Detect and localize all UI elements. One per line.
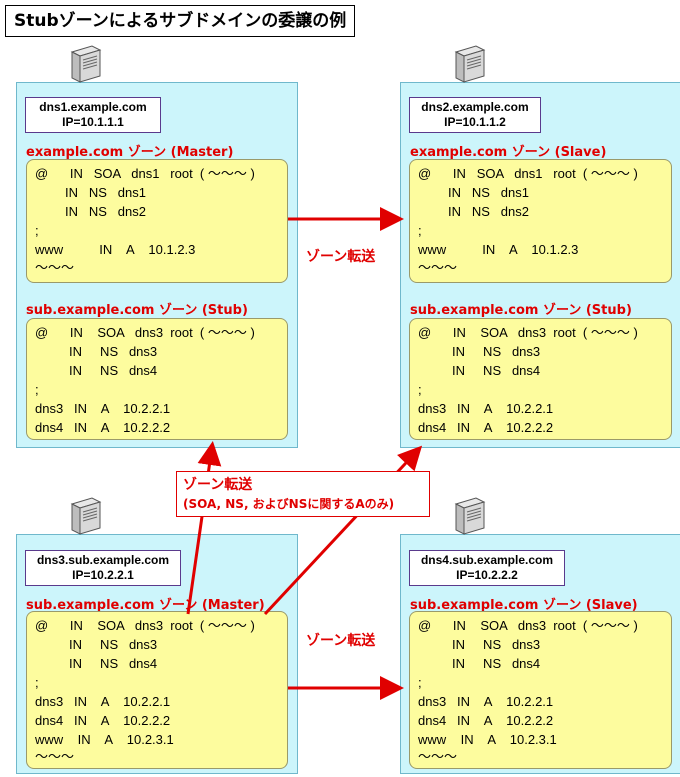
callout-detail: (SOA, NS, およびNSに関するAのみ) xyxy=(183,497,395,511)
server-icon xyxy=(70,497,102,535)
record-line: ; xyxy=(35,675,39,690)
record-line: dns4 IN A 10.2.2.2 xyxy=(35,420,171,435)
zone-records-dns2-example: @ IN SOA dns1 root ( 〜〜〜 ) IN NS dns1 IN… xyxy=(409,159,672,283)
zone-label-sub-stub: sub.example.com ゾーン (Stub) xyxy=(410,303,632,318)
record-line: IN NS dns4 xyxy=(452,656,541,671)
record-line: ; xyxy=(35,223,39,238)
record-line: www IN A 10.2.3.1 xyxy=(35,732,174,747)
zone-records-dns3-sub: @ IN SOA dns3 root ( 〜〜〜 ) IN NS dns3 IN… xyxy=(26,611,288,769)
host-box-dns4: dns4.sub.example.com IP=10.2.2.2 xyxy=(409,550,565,586)
record-line: dns3 IN A 10.2.2.1 xyxy=(35,401,171,416)
zone-records-dns1-example: @ IN SOA dns1 root ( 〜〜〜 ) IN NS dns1 IN… xyxy=(26,159,288,283)
zone-transfer-callout: ゾーン転送 (SOA, NS, およびNSに関するAのみ) xyxy=(176,471,430,517)
zone-label-sub-slave: sub.example.com ゾーン (Slave) xyxy=(410,598,638,613)
host-name: dns3.sub.example.com xyxy=(36,553,170,567)
host-box-dns1: dns1.example.com IP=10.1.1.1 xyxy=(25,97,161,133)
host-name: dns2.example.com xyxy=(421,100,529,114)
record-line: dns4 IN A 10.2.2.2 xyxy=(418,420,554,435)
host-box-dns2: dns2.example.com IP=10.1.1.2 xyxy=(409,97,541,133)
host-ip: IP=10.2.2.2 xyxy=(456,568,518,582)
record-line: 〜〜〜 xyxy=(35,749,75,764)
record-line: IN NS dns3 xyxy=(452,637,541,652)
host-name: dns4.sub.example.com xyxy=(420,553,554,567)
zone-label-example-slave: example.com ゾーン (Slave) xyxy=(410,145,607,160)
record-line: IN NS dns3 xyxy=(452,344,541,359)
server-icon xyxy=(454,497,486,535)
record-line: IN NS dns1 xyxy=(448,185,529,200)
record-line: ; xyxy=(418,223,422,238)
record-line: @ IN SOA dns3 root ( 〜〜〜 ) xyxy=(35,618,255,633)
record-line: dns3 IN A 10.2.2.1 xyxy=(418,694,554,709)
record-line: @ IN SOA dns1 root ( 〜〜〜 ) xyxy=(35,166,255,181)
record-line: IN NS dns4 xyxy=(452,363,541,378)
host-ip: IP=10.1.1.2 xyxy=(444,115,506,129)
record-line: IN NS dns4 xyxy=(69,363,158,378)
record-line: www IN A 10.2.3.1 xyxy=(418,732,557,747)
host-ip: IP=10.2.2.1 xyxy=(72,568,134,582)
zone-label-sub-master: sub.example.com ゾーン (Master) xyxy=(26,598,265,613)
server-icon xyxy=(454,45,486,83)
record-line: IN NS dns3 xyxy=(69,344,158,359)
record-line: www IN A 10.1.2.3 xyxy=(35,242,196,257)
record-line: 〜〜〜 xyxy=(418,749,458,764)
record-line: @ IN SOA dns3 root ( 〜〜〜 ) xyxy=(35,325,255,340)
zone-label-example-master: example.com ゾーン (Master) xyxy=(26,145,234,160)
record-line: 〜〜〜 xyxy=(418,260,458,275)
zone-records-dns1-sub: @ IN SOA dns3 root ( 〜〜〜 ) IN NS dns3 IN… xyxy=(26,318,288,440)
record-line: IN NS dns2 xyxy=(65,204,146,219)
zone-transfer-label-bottom: ゾーン転送 xyxy=(306,633,376,649)
zone-records-dns4-sub: @ IN SOA dns3 root ( 〜〜〜 ) IN NS dns3 IN… xyxy=(409,611,672,769)
record-line: dns3 IN A 10.2.2.1 xyxy=(418,401,554,416)
record-line: ; xyxy=(35,382,39,397)
host-box-dns3: dns3.sub.example.com IP=10.2.2.1 xyxy=(25,550,181,586)
server-icon xyxy=(70,45,102,83)
record-line: IN NS dns2 xyxy=(448,204,529,219)
record-line: IN NS dns1 xyxy=(65,185,146,200)
record-line: @ IN SOA dns3 root ( 〜〜〜 ) xyxy=(418,325,638,340)
record-line: @ IN SOA dns3 root ( 〜〜〜 ) xyxy=(418,618,638,633)
host-name: dns1.example.com xyxy=(39,100,147,114)
record-line: IN NS dns3 xyxy=(69,637,158,652)
diagram-title: Stubゾーンによるサブドメインの委譲の例 xyxy=(5,5,356,37)
record-line: 〜〜〜 xyxy=(35,260,75,275)
record-line: IN NS dns4 xyxy=(69,656,158,671)
record-line: dns4 IN A 10.2.2.2 xyxy=(418,713,554,728)
callout-title: ゾーン転送 xyxy=(183,477,253,493)
record-line: ; xyxy=(418,382,422,397)
zone-label-sub-stub: sub.example.com ゾーン (Stub) xyxy=(26,303,248,318)
record-line: dns4 IN A 10.2.2.2 xyxy=(35,713,171,728)
record-line: dns3 IN A 10.2.2.1 xyxy=(35,694,171,709)
zone-transfer-label-top: ゾーン転送 xyxy=(306,249,376,265)
record-line: ; xyxy=(418,675,422,690)
host-ip: IP=10.1.1.1 xyxy=(62,115,124,129)
record-line: @ IN SOA dns1 root ( 〜〜〜 ) xyxy=(418,166,638,181)
zone-records-dns2-sub: @ IN SOA dns3 root ( 〜〜〜 ) IN NS dns3 IN… xyxy=(409,318,672,440)
record-line: www IN A 10.1.2.3 xyxy=(418,242,579,257)
